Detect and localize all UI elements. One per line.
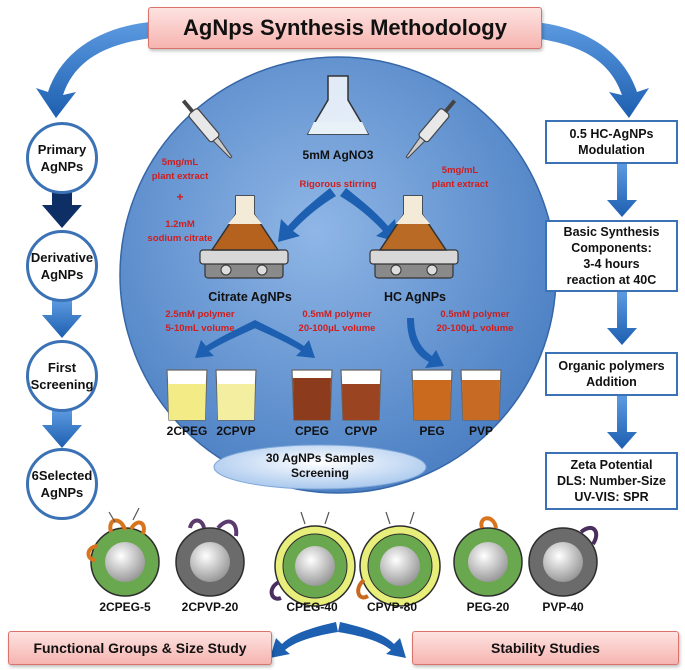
arrow-top-left [36,22,152,118]
left-reagent-extract: 5mg/mL plant extract [151,157,209,182]
stir-arrow-right [340,188,398,242]
particle-label: PEG-20 [466,600,510,614]
beaker-label: PEG [419,424,445,438]
stability-banner: Stability Studies [412,631,679,665]
condition-hc: 0.5mM polymer 20-100μL volume [436,309,514,334]
left-step-derivative: Derivative AgNPs [26,230,98,302]
left-reagent-citrate: 1.2mM sodium citrate [147,219,213,244]
beakers [166,369,502,421]
arrow-left-2 [42,300,82,338]
particle-label: 2CPVP-20 [181,600,239,614]
right-step-components: Basic Synthesis Components: 3-4 hours re… [545,220,678,292]
left-step-label: Primary AgNPs [37,142,87,174]
beaker-label: 2CPVP [216,424,256,438]
functional-groups-banner: Functional Groups & Size Study [8,631,272,665]
particle-label: 2CPEG-5 [99,600,151,614]
right-reagent-extract: 5mg/mL plant extract [431,165,489,190]
arrow-top-right [533,22,649,118]
agno3-flask [306,75,370,135]
page-title: AgNps Synthesis Methodology [183,15,507,40]
particle-label: CPEG-40 [286,600,338,614]
stir-arrow-left [278,188,336,242]
pipette-left [181,99,233,159]
citrate-agnps-label: Citrate AgNPs [208,290,292,304]
arrow-hc-down [407,318,444,368]
right-step-polymers: Organic polymers Addition [545,352,678,396]
stability-label: Stability Studies [491,640,600,656]
right-step-modulation: 0.5 HC-AgNPs Modulation [545,120,678,164]
screening-label: 30 AgNPs Samples Screening [265,451,375,480]
condition-citrate-2c: 2.5mM polymer 5-10mL volume [165,309,235,334]
agno3-label: 5mM AgNO3 [302,148,374,162]
arrow-left-3 [42,410,82,448]
beaker-label: CPVP [344,424,378,438]
hc-agnps-label: HC AgNPs [383,290,447,304]
arrow-bottom-left [270,622,338,658]
left-step-selected: 6Selected AgNPs [26,448,98,520]
stirring-label: Rigorous stirring [299,179,377,190]
beaker-label: PVP [468,424,493,438]
arrow-citrate-right [250,320,315,358]
beaker-label: CPEG [294,424,329,438]
title-banner: AgNps Synthesis Methodology [148,7,542,49]
arrow-right-1 [607,164,637,217]
arrow-right-3 [607,396,637,449]
hc-hotplate [369,195,459,279]
plus-sign: + [176,190,184,204]
left-step-label: Derivative AgNPs [30,250,94,282]
arrow-citrate-left [195,320,260,358]
particle-label: PVP-40 [542,600,584,614]
arrow-left-1 [42,190,82,228]
pipette-right [405,99,457,159]
arrow-right-2 [607,292,637,345]
left-step-primary: Primary AgNPs [26,122,98,194]
nanoparticles [86,507,599,607]
particle-label: CPVP-80 [366,600,418,614]
right-step-characterization: Zeta Potential DLS: Number-Size UV-VIS: … [545,452,678,510]
functional-groups-label: Functional Groups & Size Study [33,640,247,656]
left-step-label: 6Selected AgNPs [31,468,93,500]
screening-ellipse [213,444,427,490]
left-step-screening: First Screening [26,340,98,412]
condition-citrate-c: 0.5mM polymer 20-100μL volume [298,309,376,334]
left-step-label: First Screening [30,360,94,392]
beaker-label: 2CPEG [166,424,208,438]
arrow-bottom-right [338,622,406,658]
citrate-hotplate [199,195,289,279]
